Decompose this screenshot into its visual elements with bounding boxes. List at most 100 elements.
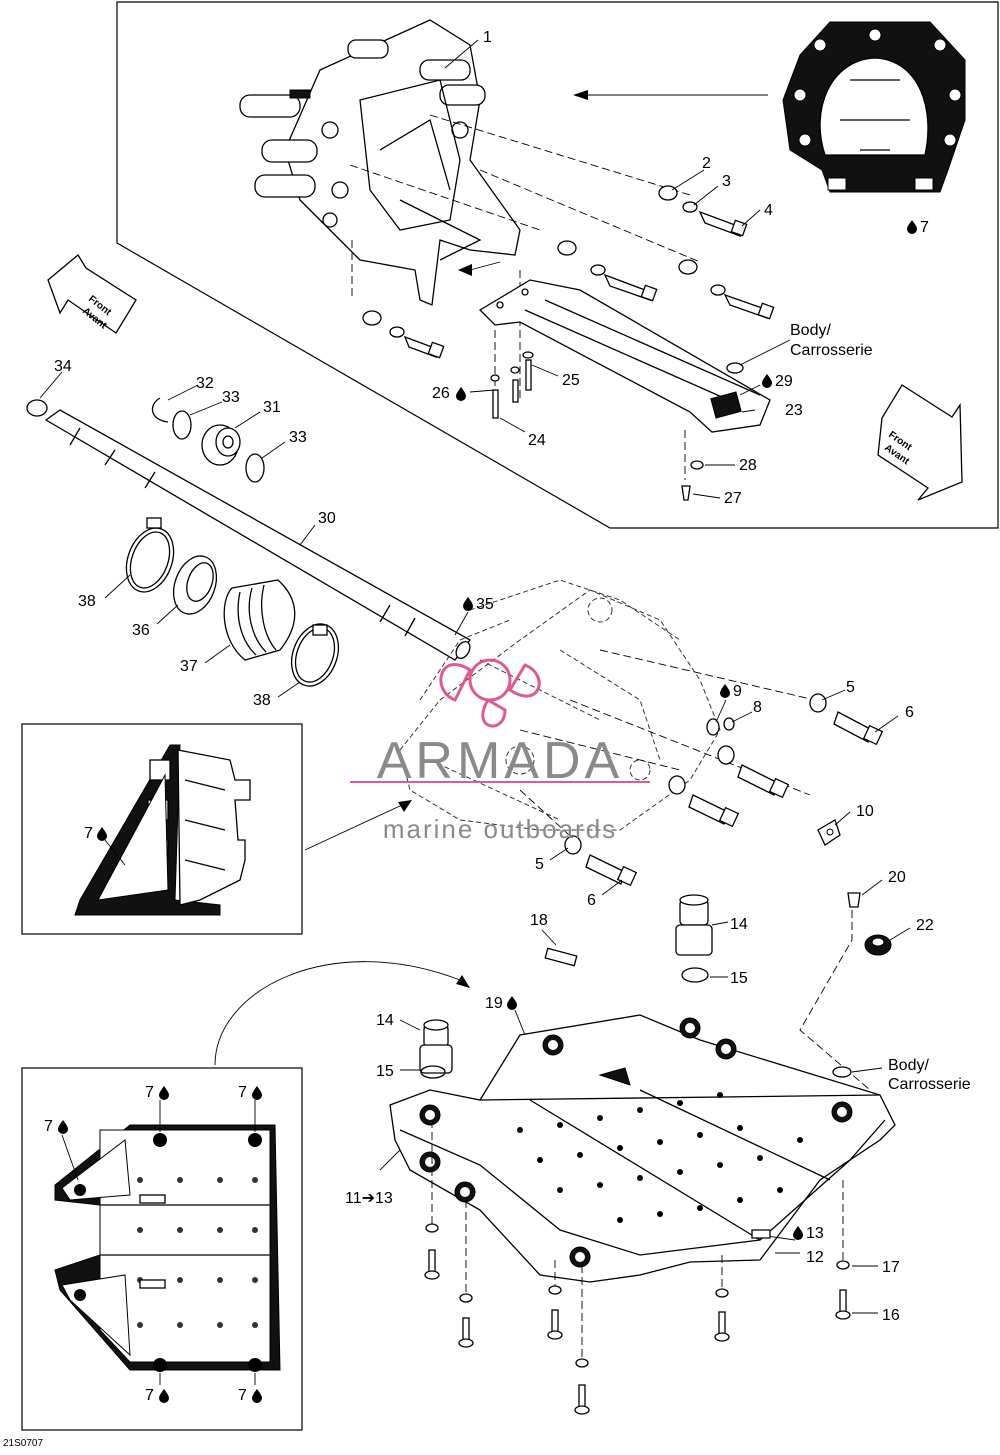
leader-line xyxy=(277,681,301,698)
dash-line xyxy=(479,169,701,263)
leader-line xyxy=(261,441,286,459)
dash-line xyxy=(799,910,871,1091)
callout-12: 12 xyxy=(806,1249,824,1266)
sealant-drop-icon xyxy=(720,684,730,698)
watermark-logo xyxy=(350,658,650,783)
callout-38a: 38 xyxy=(78,593,96,610)
callout-36: 36 xyxy=(132,622,150,639)
callout-7-inset2-d: 7 xyxy=(145,1387,154,1404)
inset-2-frame xyxy=(21,1067,303,1431)
inset-pointer xyxy=(304,804,403,851)
callout-9: 9 xyxy=(733,683,742,700)
front-arrow-right xyxy=(877,384,963,501)
body-washer xyxy=(726,362,744,374)
callout-22: 22 xyxy=(916,917,934,934)
leader-line xyxy=(671,169,705,191)
curve-connector xyxy=(214,961,461,1066)
callout-4: 4 xyxy=(764,202,773,219)
upper-panel-frame xyxy=(116,1,999,529)
drawing-id: 21S0707 xyxy=(3,1438,43,1449)
callout-26: 26 xyxy=(432,385,450,402)
dash-line xyxy=(429,114,691,196)
sealant-drop-icon xyxy=(159,1086,169,1100)
arrowhead xyxy=(458,264,472,276)
washer-part-28 xyxy=(690,460,704,470)
callout-14a: 14 xyxy=(730,916,748,933)
ride-plate-parts-11-13 xyxy=(389,1014,896,1283)
clamp-part-38-lower xyxy=(290,623,340,687)
sealant-drop-icon xyxy=(762,374,772,388)
sleeve-part-36 xyxy=(172,555,218,615)
callout-38b: 38 xyxy=(253,692,271,709)
callout-15b: 15 xyxy=(376,1063,394,1080)
oring-part-33a xyxy=(172,410,192,440)
lower-fasteners xyxy=(424,1120,851,1415)
sealant-drop-icon xyxy=(58,1120,68,1134)
body-label-upper-line2: Carrosserie xyxy=(790,342,873,359)
oring-part-15-upper xyxy=(681,967,709,983)
callout-3: 3 xyxy=(722,173,731,190)
callout-7-inset2-a: 7 xyxy=(145,1084,154,1101)
leader-line xyxy=(741,409,756,413)
key-part-18 xyxy=(544,947,578,967)
leader-line xyxy=(739,384,761,396)
leader-line xyxy=(399,1019,421,1031)
callout-16: 16 xyxy=(882,1307,900,1324)
leader-line xyxy=(454,611,469,636)
boot-part-37 xyxy=(223,579,296,661)
leader-line xyxy=(39,371,63,399)
leader-line xyxy=(514,1009,526,1036)
leader-line xyxy=(834,811,851,826)
sealant-drop-icon xyxy=(97,827,107,841)
leader-line xyxy=(889,927,911,941)
body-label-lower-line2: Carrosserie xyxy=(888,1076,971,1093)
callout-31: 31 xyxy=(263,399,281,416)
body-washer-lower xyxy=(832,1066,852,1078)
bearing-part-34 xyxy=(26,399,48,417)
leader-line xyxy=(711,921,729,926)
leader-line xyxy=(469,389,496,393)
dash-line xyxy=(569,699,811,796)
leader-line xyxy=(104,574,131,599)
callout-35: 35 xyxy=(476,596,494,613)
fitting-part-14-lower xyxy=(419,1019,453,1074)
seal-carrier-part-31 xyxy=(201,424,241,466)
drive-shaft-part-30 xyxy=(44,409,471,661)
callout-27: 27 xyxy=(724,490,742,507)
sealant-drop-icon xyxy=(507,996,517,1010)
callout-34: 34 xyxy=(54,358,72,375)
callout-5b: 5 xyxy=(535,856,544,873)
screw-part-27 xyxy=(681,485,691,501)
callout-24: 24 xyxy=(528,432,546,449)
fitting-part-14-upper xyxy=(675,894,713,956)
sealant-drop-icon xyxy=(252,1389,262,1403)
callout-29: 29 xyxy=(775,373,793,390)
leader-line xyxy=(379,1149,401,1171)
callout-20: 20 xyxy=(888,869,906,886)
sealant-drop-icon xyxy=(456,387,466,401)
dash-line xyxy=(519,789,581,846)
leader-line xyxy=(541,929,557,946)
sealant-drop-icon xyxy=(252,1086,262,1100)
callout-37: 37 xyxy=(180,658,198,675)
callout-7-inset2-c: 7 xyxy=(44,1118,53,1135)
leader-line xyxy=(874,715,899,733)
sealant-drop-icon xyxy=(793,1226,803,1240)
leader-line xyxy=(469,261,501,271)
dash-line xyxy=(349,164,541,231)
leader-line xyxy=(601,879,623,896)
dash-line xyxy=(599,649,816,701)
leader-line xyxy=(156,604,179,625)
oring-part-33b xyxy=(245,453,265,483)
housing-rear-view xyxy=(782,21,966,193)
leader-line xyxy=(821,689,846,701)
leader-line xyxy=(189,401,223,416)
leader-line xyxy=(234,411,261,429)
sealant-drop-icon xyxy=(159,1389,169,1403)
support-bracket-part-23 xyxy=(478,279,771,433)
screws-24-25-26 xyxy=(490,351,534,419)
inset-2-plate-topview xyxy=(54,1124,281,1372)
callout-19: 19 xyxy=(485,995,503,1012)
